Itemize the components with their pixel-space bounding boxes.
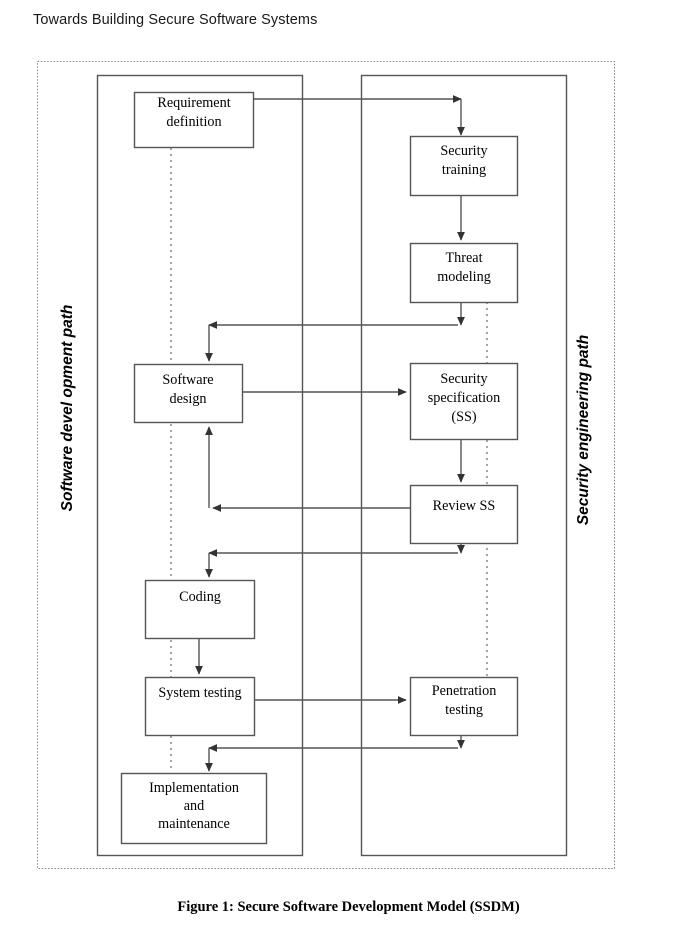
node-review-ss-line-1: Review SS (433, 498, 496, 514)
node-system-testing-line-1: System testing (158, 685, 241, 701)
node-penetration-testing-line-2: testing (445, 702, 483, 718)
node-software-design-line-1: Software (162, 372, 213, 388)
node-review-ss[interactable]: Review SS (409, 484, 519, 545)
node-requirement-definition-line-1: Requirement (157, 95, 230, 111)
lane-container-right (360, 74, 568, 857)
node-security-specification[interactable]: Security specification (SS) (409, 362, 519, 441)
node-threat-modeling-line-2: modeling (437, 269, 491, 285)
node-implementation-line-1: Implementation (149, 780, 239, 796)
node-implementation-and-maintenance[interactable]: Implementation and maintenance (120, 772, 268, 845)
node-implementation-line-3: maintenance (158, 816, 230, 832)
node-requirement-definition[interactable]: Requirement definition (133, 91, 255, 149)
node-implementation-line-2: and (184, 798, 205, 814)
node-software-design-line-2: design (169, 391, 206, 407)
node-system-testing[interactable]: System testing (144, 676, 256, 737)
figure-caption: Figure 1: Secure Software Development Mo… (177, 899, 520, 915)
node-security-specification-line-3: (SS) (451, 409, 477, 425)
node-coding[interactable]: Coding (144, 579, 256, 640)
node-security-specification-line-2: specification (428, 390, 500, 406)
node-penetration-testing-line-1: Penetration (432, 683, 497, 699)
figure-outer-frame (37, 61, 615, 869)
node-security-training-line-2: training (442, 162, 486, 178)
node-security-training-line-1: Security (440, 143, 488, 159)
node-penetration-testing[interactable]: Penetration testing (409, 676, 519, 737)
lane-label-right: Security engineering path (575, 335, 592, 525)
node-coding-line-1: Coding (179, 589, 221, 605)
node-threat-modeling-line-1: Threat (445, 250, 482, 266)
node-threat-modeling[interactable]: Threat modeling (409, 242, 519, 304)
node-security-specification-line-1: Security (440, 371, 488, 387)
lane-label-left: Software devel opment path (59, 305, 76, 512)
node-requirement-definition-line-2: definition (166, 114, 221, 130)
node-security-training[interactable]: Security training (409, 135, 519, 197)
running-title: Towards Building Secure Software Systems (33, 12, 318, 28)
lane-container-left (96, 74, 304, 857)
node-software-design[interactable]: Software design (133, 363, 244, 424)
